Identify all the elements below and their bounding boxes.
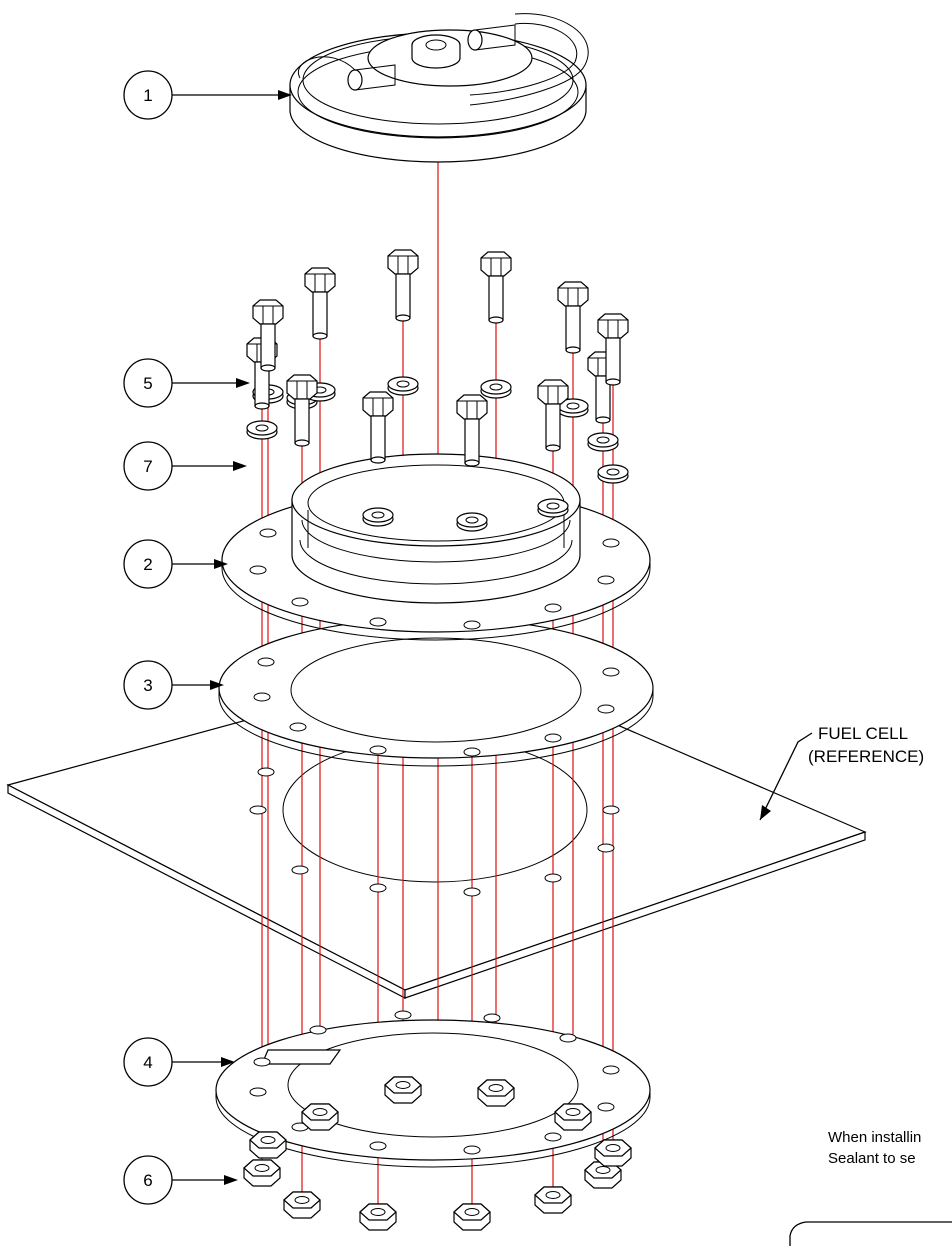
bolt-hole	[249, 565, 267, 575]
bolt-hole	[369, 617, 387, 627]
note-line-1: When installin	[828, 1129, 922, 1146]
nut	[594, 1139, 632, 1167]
bolt-hole	[257, 657, 275, 667]
bolt-hole	[463, 887, 481, 897]
balloon-1: 1	[123, 70, 292, 120]
nut	[243, 1159, 281, 1187]
bolt-hole	[253, 1057, 271, 1067]
balloon-5: 5	[123, 358, 250, 408]
bolt-hole	[597, 1102, 615, 1112]
bolt	[480, 251, 512, 324]
fuel-cell-plate	[6, 659, 867, 999]
washer	[557, 398, 589, 418]
washer	[456, 512, 488, 532]
balloon-label-4: 4	[143, 1053, 152, 1072]
bolts	[246, 249, 629, 467]
bolt-holes	[249, 528, 620, 1155]
balloon-label-2: 2	[143, 555, 152, 574]
bolt	[304, 267, 336, 340]
nuts	[243, 1076, 632, 1231]
balloon-label-3: 3	[143, 676, 152, 695]
balloon-label-5: 5	[143, 374, 152, 393]
balloon-3: 3	[123, 660, 224, 710]
bolt	[557, 281, 589, 354]
bolt-hole	[602, 538, 620, 548]
washer	[387, 376, 419, 396]
bolt-hole	[559, 1033, 577, 1043]
balloon-label-6: 6	[143, 1171, 152, 1190]
nut	[249, 1131, 287, 1159]
bolt-hole	[463, 1145, 481, 1155]
nut	[283, 1191, 321, 1219]
washer	[246, 420, 278, 440]
washer	[587, 432, 619, 452]
reference-line-1: FUEL CELL	[818, 724, 908, 743]
nut	[359, 1203, 397, 1231]
nut	[554, 1103, 592, 1131]
bolt	[286, 374, 318, 447]
bolt-hole	[463, 747, 481, 757]
bolt-hole	[597, 843, 615, 853]
bolt-hole	[544, 733, 562, 743]
bolt-hole	[291, 865, 309, 875]
bolt-hole	[544, 1132, 562, 1142]
nut	[453, 1203, 491, 1231]
nut	[384, 1076, 422, 1104]
bolt-hole	[249, 1087, 267, 1097]
nut	[301, 1103, 339, 1131]
bolt-hole	[289, 722, 307, 732]
bolt-hole	[309, 1025, 327, 1035]
bolt-hole	[483, 1013, 501, 1023]
bolt-hole	[463, 620, 481, 630]
installation-note: When installin Sealant to se	[828, 1127, 921, 1169]
washer	[597, 464, 629, 484]
bolt-hole	[259, 528, 277, 538]
bolt	[597, 313, 629, 386]
bolt-hole	[544, 603, 562, 613]
bolt-hole	[257, 767, 275, 777]
reference-line-2: (REFERENCE)	[808, 747, 924, 766]
bolt-hole	[602, 667, 620, 677]
balloon-2: 2	[123, 539, 228, 589]
washer	[480, 379, 512, 399]
bolt-hole	[394, 1010, 412, 1020]
part-3-gasket	[218, 617, 654, 767]
bolt	[456, 394, 488, 467]
balloon-7: 7	[123, 441, 247, 491]
nut	[477, 1079, 515, 1107]
bolt	[362, 391, 394, 464]
bolt	[252, 299, 284, 372]
part-1-cover	[289, 13, 589, 163]
bolt-hole	[291, 597, 309, 607]
bolt-hole	[249, 805, 267, 815]
bolt-hole	[602, 805, 620, 815]
fuel-cell-reference-callout: FUEL CELL (REFERENCE)	[759, 724, 924, 821]
bolt	[387, 249, 419, 322]
balloon-label-7: 7	[143, 457, 152, 476]
note-line-2: Sealant to se	[828, 1150, 916, 1167]
washers	[246, 376, 629, 532]
washer	[362, 507, 394, 527]
nut	[534, 1186, 572, 1214]
washer	[537, 498, 569, 518]
bolt-hole	[369, 883, 387, 893]
bolt-hole	[597, 704, 615, 714]
title-block-corner	[789, 1221, 952, 1246]
bolt-hole	[253, 692, 271, 702]
bolt	[537, 379, 569, 452]
balloon-label-1: 1	[143, 86, 152, 105]
part-2-flange	[221, 453, 651, 641]
balloon-4: 4	[123, 1037, 235, 1087]
balloon-6: 6	[123, 1155, 238, 1205]
bolt-hole	[369, 745, 387, 755]
bolt-hole	[597, 575, 615, 585]
bolt-hole	[369, 1141, 387, 1151]
bolt-hole	[602, 1065, 620, 1075]
bolt-hole	[544, 873, 562, 883]
